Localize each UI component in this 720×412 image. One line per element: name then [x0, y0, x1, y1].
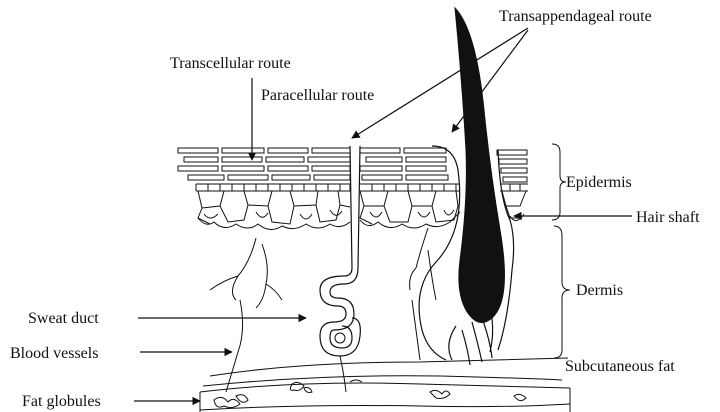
label-fat-globules: Fat globules — [22, 393, 101, 410]
label-transcellular-route: Transcellular route — [170, 55, 291, 72]
label-dermis: Dermis — [576, 282, 623, 299]
label-hair-shaft: Hair shaft — [636, 209, 700, 226]
pointer-lines — [134, 28, 632, 401]
label-epidermis: Epidermis — [566, 174, 632, 191]
transappendageal-arrow-1 — [352, 28, 528, 138]
fat-layer — [200, 383, 570, 412]
label-subcutaneous-fat: Subcutaneous fat — [565, 358, 675, 375]
label-blood-vessels: Blood vessels — [10, 345, 98, 362]
subcutaneous-boundary — [203, 358, 568, 386]
label-paracellular-route: Paracellular route — [261, 87, 374, 104]
label-sweat-duct: Sweat duct — [28, 310, 99, 327]
dermis-brace — [554, 226, 570, 358]
fat-globules — [214, 380, 526, 408]
hair-shaft — [455, 8, 505, 323]
label-transappendageal-route: Transappendageal route — [499, 8, 652, 25]
dermis-vessels — [210, 228, 436, 392]
epidermis-brace — [552, 144, 566, 220]
